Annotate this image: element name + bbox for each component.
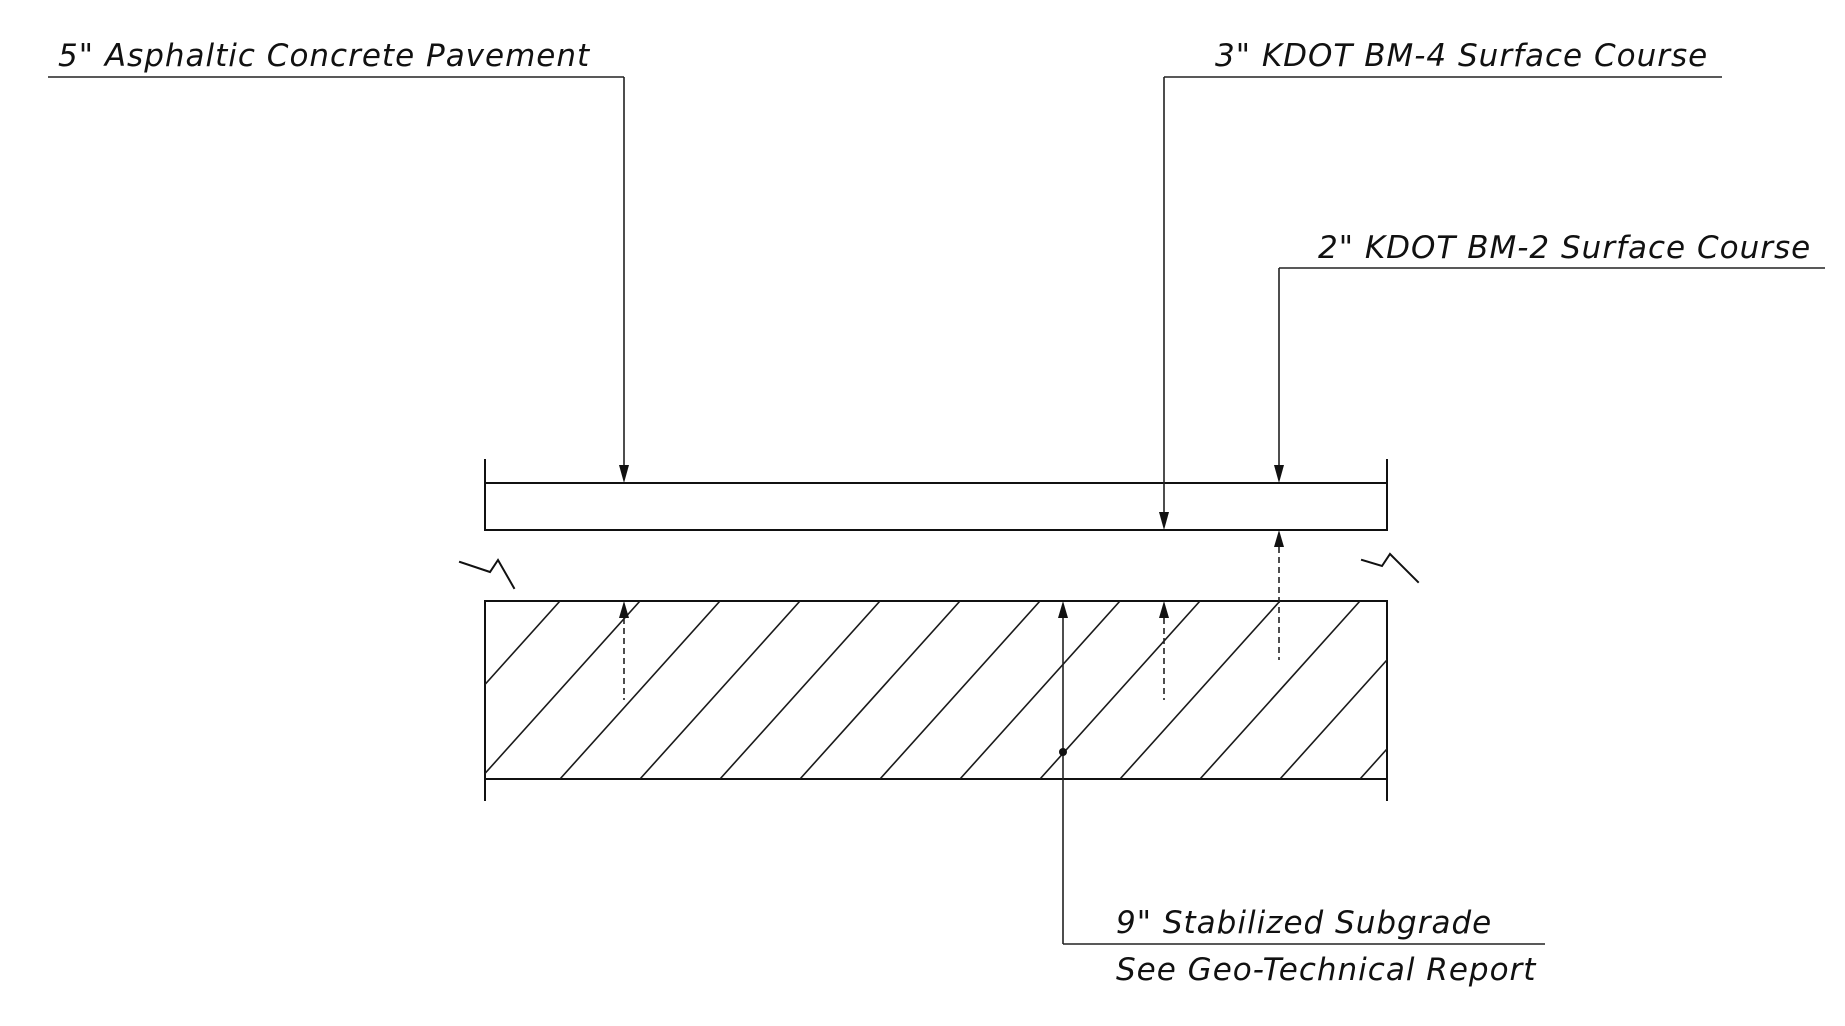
arrow-up-icon bbox=[1058, 601, 1068, 618]
right-break-symbol bbox=[1360, 552, 1420, 584]
callout-bm2-surface: 2" KDOT BM-2 Surface Course bbox=[1318, 230, 1811, 266]
callout-subgrade-line2: See Geo-Technical Report bbox=[1116, 952, 1537, 988]
leader-asphalt-pavement bbox=[619, 77, 629, 700]
callout-bm4-surface: 3" KDOT BM-4 Surface Course bbox=[1215, 38, 1708, 74]
subgrade-hatch-pattern bbox=[485, 601, 1387, 779]
arrow-down-icon bbox=[1274, 465, 1284, 483]
arrow-down-icon bbox=[619, 465, 629, 483]
leader-bm2-surface bbox=[1274, 268, 1284, 660]
leader-bm4-surface bbox=[1159, 77, 1169, 700]
leader-stabilized-subgrade bbox=[1058, 601, 1068, 944]
arrow-up-icon bbox=[1274, 530, 1284, 547]
callout-asphalt-pavement: 5" Asphaltic Concrete Pavement bbox=[58, 38, 591, 74]
left-break-symbol bbox=[458, 558, 516, 590]
callout-subgrade-line1: 9" Stabilized Subgrade bbox=[1116, 905, 1492, 941]
leader-dot-icon bbox=[1059, 748, 1067, 756]
arrow-up-icon bbox=[619, 601, 629, 618]
arrow-down-icon bbox=[1159, 512, 1169, 530]
arrow-up-icon bbox=[1159, 601, 1169, 618]
pavement-section bbox=[458, 459, 1420, 801]
